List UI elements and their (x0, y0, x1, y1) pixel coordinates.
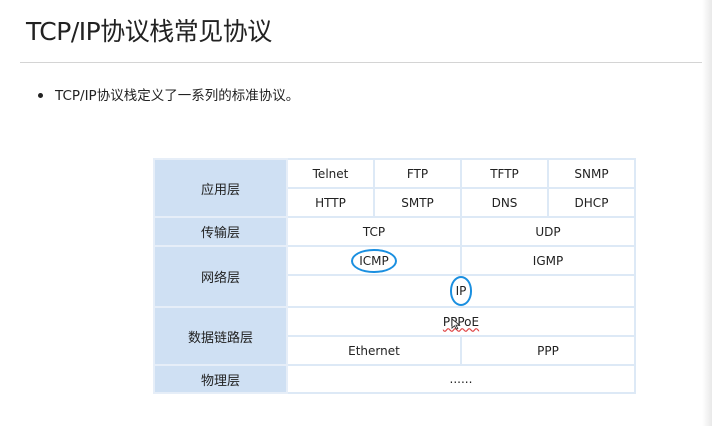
slide-title: TCP/IP协议栈常见协议 (26, 17, 272, 46)
protocol-smtp: SMTP (373, 187, 462, 218)
protocol-ppp: PPP (460, 335, 636, 366)
table-row: Ethernet PPP (154, 335, 636, 366)
table-row: 网络层 ICMP IGMP (153, 245, 636, 308)
protocol-ip-cell: IP (286, 274, 636, 308)
protocol-igmp: IGMP (460, 245, 636, 276)
protocol-stack-table: 应用层 Telnet FTP TFTP SNMP HTTP SMTP DNS D… (153, 158, 636, 394)
table-row: 数据链路层 PPPoE (153, 306, 636, 366)
slide-edge-shadow (702, 0, 712, 426)
table-row: IP (154, 274, 636, 308)
layer-datalink: 数据链路层 (153, 306, 288, 366)
protocol-http: HTTP (286, 187, 375, 218)
protocol-pppoe: PPPoE (442, 314, 480, 329)
protocol-ethernet: Ethernet (286, 335, 462, 366)
table-row: 物理层 ...... (153, 364, 636, 394)
protocol-tcp: TCP (286, 216, 462, 247)
mouse-cursor-icon (451, 318, 461, 330)
bullet-text: TCP/IP协议栈定义了一系列的标准协议。 (55, 88, 300, 104)
protocol-snmp: SNMP (547, 158, 636, 189)
protocol-ftp: FTP (373, 158, 462, 189)
protocol-udp: UDP (460, 216, 636, 247)
protocol-dns: DNS (460, 187, 549, 218)
protocol-tftp: TFTP (460, 158, 549, 189)
bullet-dot-icon (38, 92, 43, 98)
protocol-ip: IP (449, 276, 473, 306)
protocol-icmp: ICMP (351, 248, 397, 273)
layer-application: 应用层 (153, 158, 288, 218)
title-divider (20, 62, 702, 63)
layer-physical: 物理层 (153, 364, 288, 394)
physical-ellipsis: ...... (286, 364, 636, 394)
layer-transport: 传输层 (153, 216, 288, 247)
protocol-icmp-cell: ICMP (286, 245, 462, 276)
table-row: 应用层 Telnet FTP TFTP SNMP (153, 158, 636, 218)
protocol-telnet: Telnet (286, 158, 375, 189)
table-row: HTTP SMTP DNS DHCP (154, 187, 636, 218)
table-row: 传输层 TCP UDP (153, 216, 636, 247)
protocol-dhcp: DHCP (547, 187, 636, 218)
bullet-item: TCP/IP协议栈定义了一系列的标准协议。 (38, 84, 299, 104)
layer-network: 网络层 (153, 245, 288, 308)
protocol-pppoe-cell: PPPoE (286, 306, 636, 337)
